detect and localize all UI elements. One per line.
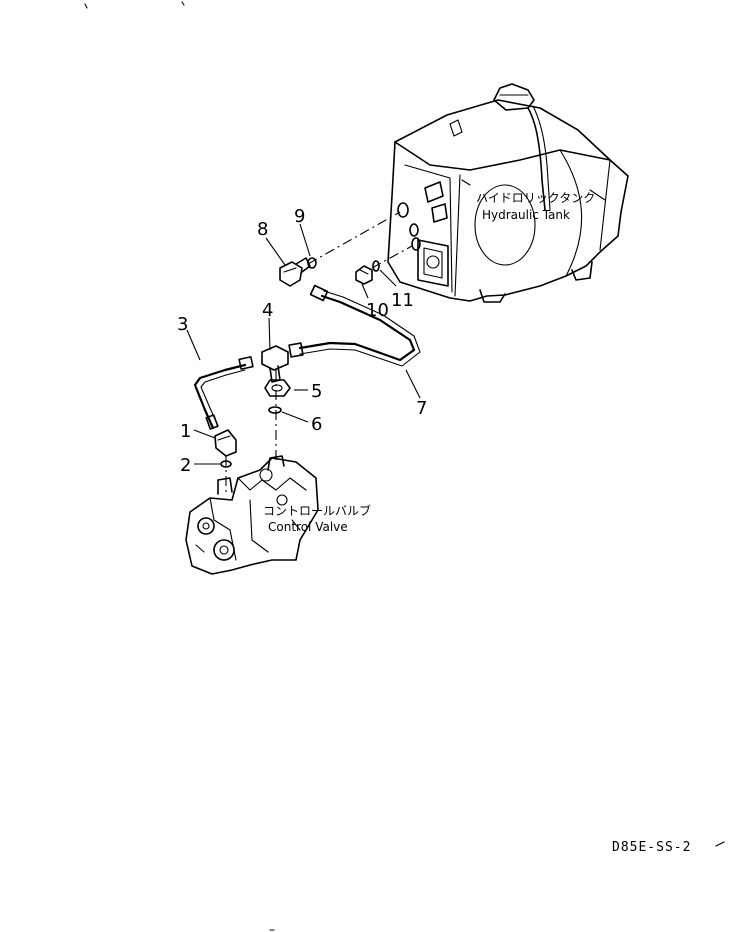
- callout-7: 7: [416, 398, 427, 419]
- part-7-tube: [298, 284, 421, 367]
- part-10-plug: [355, 265, 373, 285]
- hydraulic-tank-label-en: Hydraulic Tank: [482, 208, 570, 222]
- assembly-center-lines: [225, 211, 413, 495]
- hydraulic-tank-label-jp: ハイドロリックタンク: [476, 191, 595, 205]
- control-valve-label-en: Control Valve: [268, 520, 348, 534]
- part-3-tube: [193, 356, 254, 430]
- drawing-code: D85E-SS-2: [612, 840, 691, 855]
- part-11-o-ring: [372, 260, 380, 272]
- callout-2: 2: [180, 455, 191, 476]
- scan-specks: [84, 1, 725, 931]
- callout-1: 1: [180, 421, 191, 442]
- callout-numbers: 1 2 3 4 5 6 7 8 9 10 11: [177, 206, 427, 476]
- callout-10: 10: [366, 300, 389, 321]
- callout-9: 9: [294, 206, 305, 227]
- callout-4: 4: [262, 300, 273, 321]
- control-valve: [185, 455, 319, 575]
- leader-lines: [186, 223, 421, 465]
- part-8-elbow-fitting: [279, 257, 311, 287]
- part-5-nut: [264, 379, 291, 397]
- callout-3: 3: [177, 314, 188, 335]
- callout-8: 8: [257, 219, 268, 240]
- control-valve-label-jp: コントロールバルブ: [263, 503, 371, 518]
- callout-6: 6: [311, 414, 322, 435]
- callout-11: 11: [391, 290, 414, 311]
- hydraulic-tank: [387, 83, 629, 303]
- part-4-tee-fitting: [261, 342, 304, 383]
- part-9-o-ring: [307, 257, 317, 269]
- part-6-o-ring: [268, 406, 282, 414]
- callout-5: 5: [311, 381, 322, 402]
- part-1-elbow-fitting: [214, 429, 237, 457]
- component-labels: ハイドロリックタンク Hydraulic Tank コントロールバルブ Cont…: [263, 191, 595, 534]
